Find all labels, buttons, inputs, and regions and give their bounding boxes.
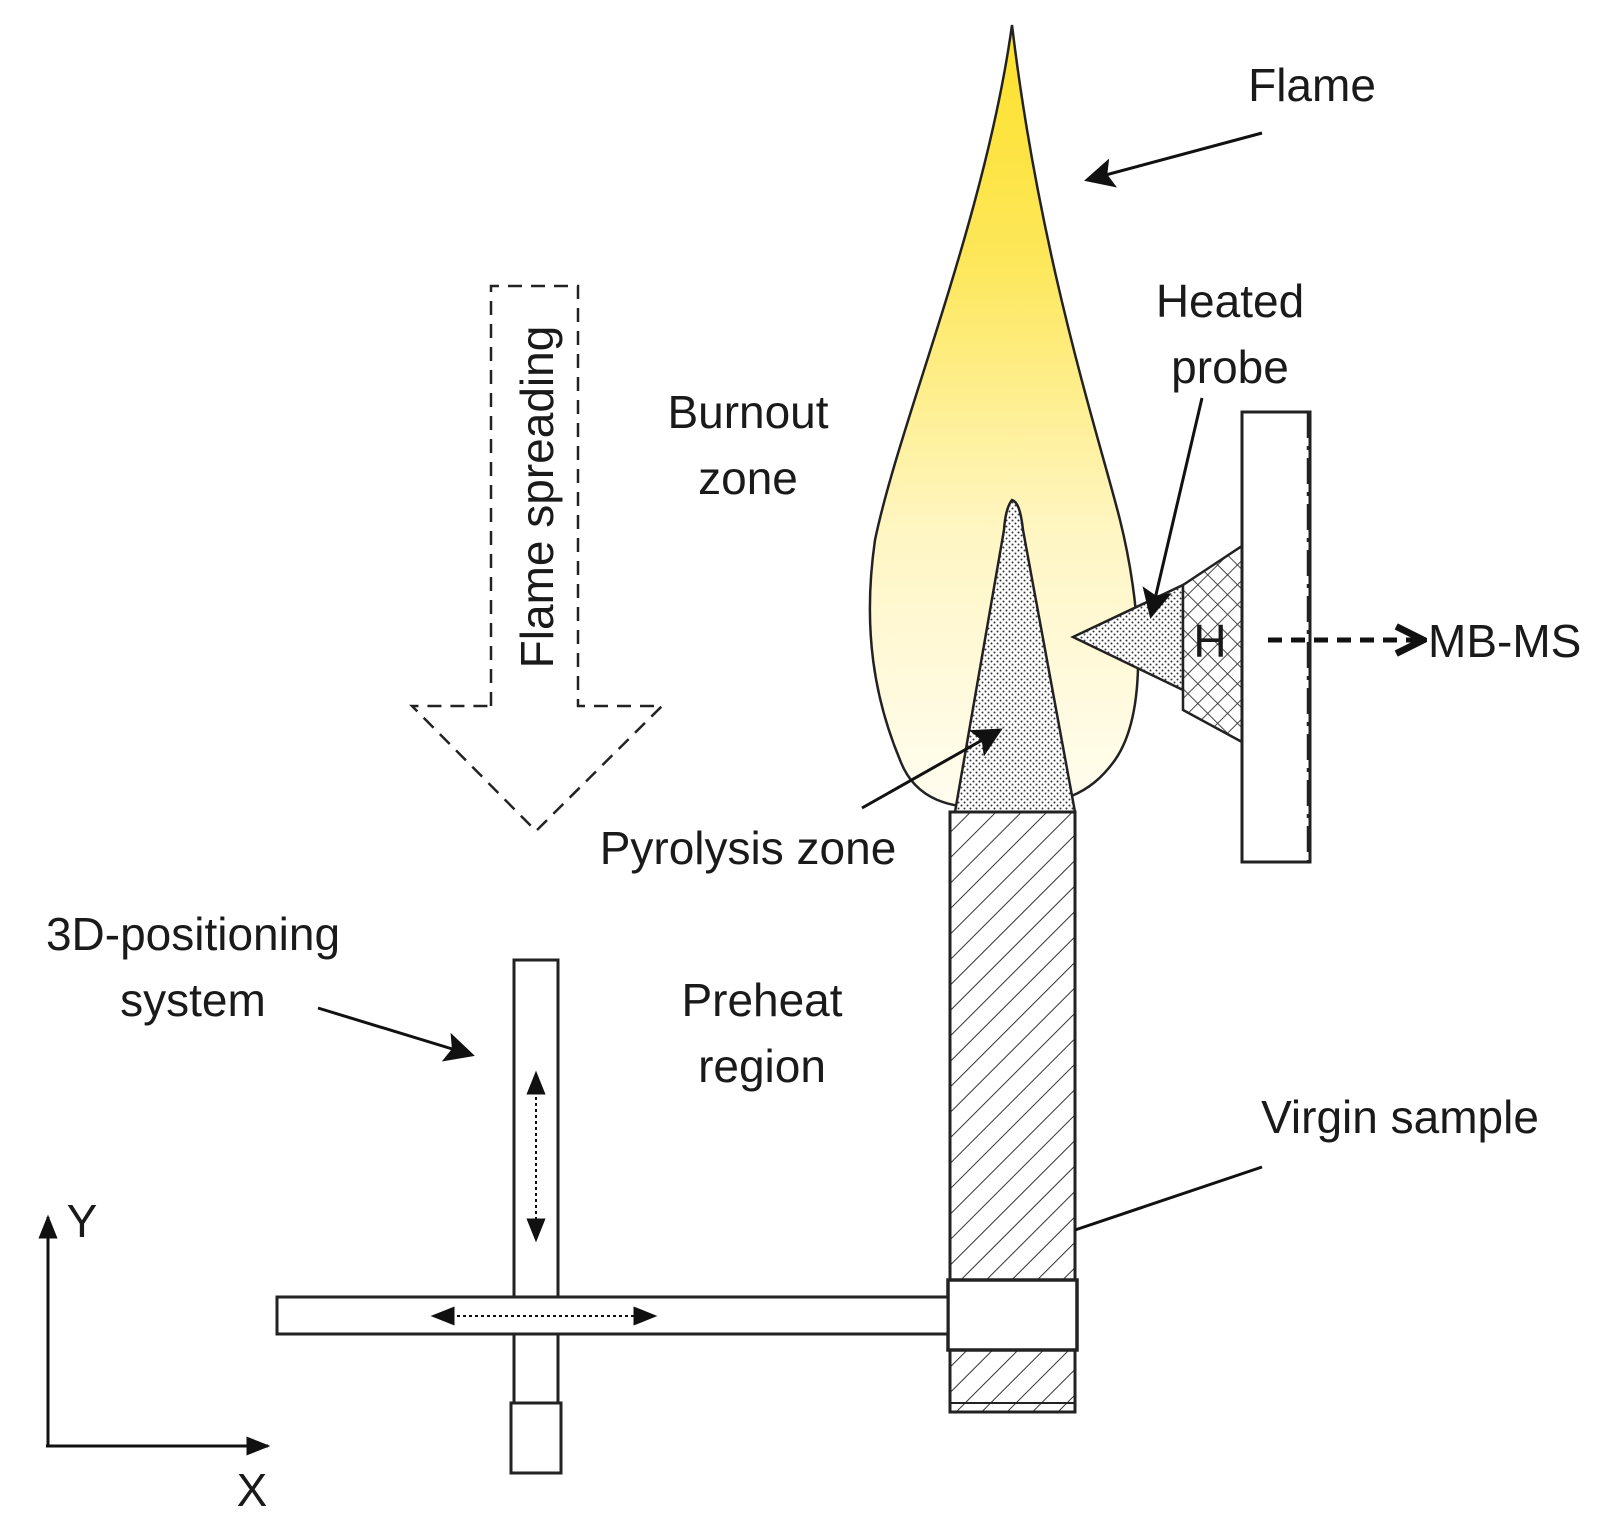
pyrolysis-pointer-arrow xyxy=(861,728,1003,810)
y-axis-label: Y xyxy=(67,1195,98,1247)
flame-pointer-arrow xyxy=(1084,131,1263,188)
preheat-label-line1: Preheat xyxy=(681,974,842,1026)
virgin-sample-label: Virgin sample xyxy=(1261,1091,1539,1143)
pyrolysis-label: Pyrolysis zone xyxy=(600,822,897,874)
heated-probe-pointer-arrow xyxy=(1142,397,1204,619)
virgin-sample-leader xyxy=(1074,1165,1263,1232)
probe-mark-label: H xyxy=(1193,615,1226,667)
heated-probe-label-line1: Heated xyxy=(1156,275,1304,327)
sample-clamp xyxy=(946,1278,1079,1352)
horizontal-rail xyxy=(275,1295,950,1336)
probe-housing xyxy=(1240,410,1312,864)
x-axis-label: X xyxy=(237,1464,268,1516)
positioning-pointer-arrow xyxy=(317,1006,475,1062)
flame-spreading-arrow xyxy=(408,284,666,833)
column-base-block xyxy=(509,1401,563,1475)
vertical-column-lower xyxy=(512,1332,560,1406)
flame-spreading-label: Flame spreading xyxy=(511,326,563,669)
positioning-label-line2: system xyxy=(120,974,266,1026)
flame-label: Flame xyxy=(1248,59,1376,111)
burnout-label-line2: zone xyxy=(698,452,798,504)
preheat-label-line2: region xyxy=(698,1040,826,1092)
burnout-label-line1: Burnout xyxy=(667,386,828,438)
heated-probe-label-line2: probe xyxy=(1171,341,1289,393)
mbms-label: MB-MS xyxy=(1428,615,1581,667)
positioning-label-line1: 3D-positioning xyxy=(46,908,340,960)
